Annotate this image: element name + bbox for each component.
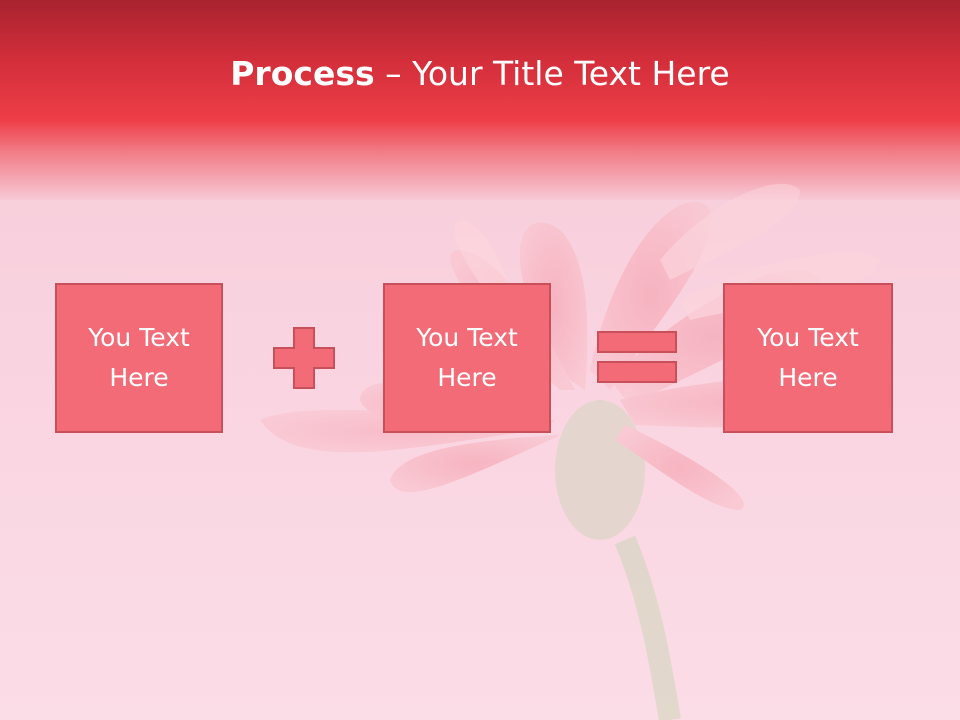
plus-icon <box>273 327 335 389</box>
title-bold: Process <box>230 54 375 93</box>
process-box-label: You Text Here <box>88 323 190 392</box>
process-box-label: You Text Here <box>757 323 859 392</box>
process-box-2[interactable]: You Text Here <box>383 283 551 433</box>
process-box-3[interactable]: You Text Here <box>723 283 893 433</box>
process-box-1[interactable]: You Text Here <box>55 283 223 433</box>
equals-icon <box>597 331 677 383</box>
slide-title: Process – Your Title Text Here <box>0 52 960 96</box>
title-rest: Your Title Text Here <box>412 54 730 93</box>
title-separator: – <box>374 54 413 93</box>
process-box-label: You Text Here <box>416 323 518 392</box>
header-band <box>0 0 960 200</box>
